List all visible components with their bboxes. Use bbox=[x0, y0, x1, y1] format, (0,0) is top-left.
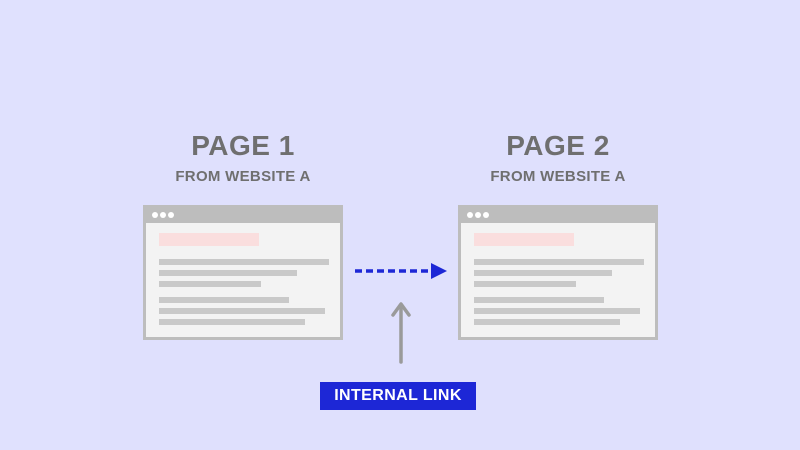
text-line-placeholder bbox=[159, 270, 297, 276]
up-pointer-arrow-icon bbox=[391, 302, 411, 364]
window-titlebar bbox=[146, 208, 340, 223]
text-line-placeholder bbox=[474, 308, 640, 314]
text-line-placeholder bbox=[474, 259, 644, 265]
page2-title: PAGE 2 bbox=[506, 130, 610, 161]
heading-placeholder bbox=[159, 233, 259, 246]
page2-browser-window bbox=[458, 205, 658, 340]
text-line-placeholder bbox=[474, 297, 604, 303]
page1-title: PAGE 1 bbox=[191, 130, 295, 161]
text-line-placeholder bbox=[159, 281, 261, 287]
window-dot-icon bbox=[483, 212, 489, 218]
page1-heading: PAGE 1 FROM WEBSITE A bbox=[143, 130, 343, 185]
page2-heading: PAGE 2 FROM WEBSITE A bbox=[458, 130, 658, 185]
text-line-placeholder bbox=[474, 270, 612, 276]
text-line-placeholder bbox=[159, 308, 325, 314]
window-titlebar bbox=[461, 208, 655, 223]
page2-subtitle: FROM WEBSITE A bbox=[490, 168, 626, 185]
window-dot-icon bbox=[160, 212, 166, 218]
window-dot-icon bbox=[475, 212, 481, 218]
dashed-link-arrow-icon bbox=[355, 263, 447, 279]
window-dot-icon bbox=[168, 212, 174, 218]
page1-browser-window bbox=[143, 205, 343, 340]
window-dot-icon bbox=[152, 212, 158, 218]
heading-placeholder bbox=[474, 233, 574, 246]
text-line-placeholder bbox=[159, 259, 329, 265]
page1-subtitle: FROM WEBSITE A bbox=[175, 168, 311, 185]
window-dot-icon bbox=[467, 212, 473, 218]
text-line-placeholder bbox=[159, 297, 289, 303]
internal-link-badge: INTERNAL LINK bbox=[320, 382, 476, 410]
text-line-placeholder bbox=[474, 281, 576, 287]
text-line-placeholder bbox=[159, 319, 305, 325]
text-line-placeholder bbox=[474, 319, 620, 325]
